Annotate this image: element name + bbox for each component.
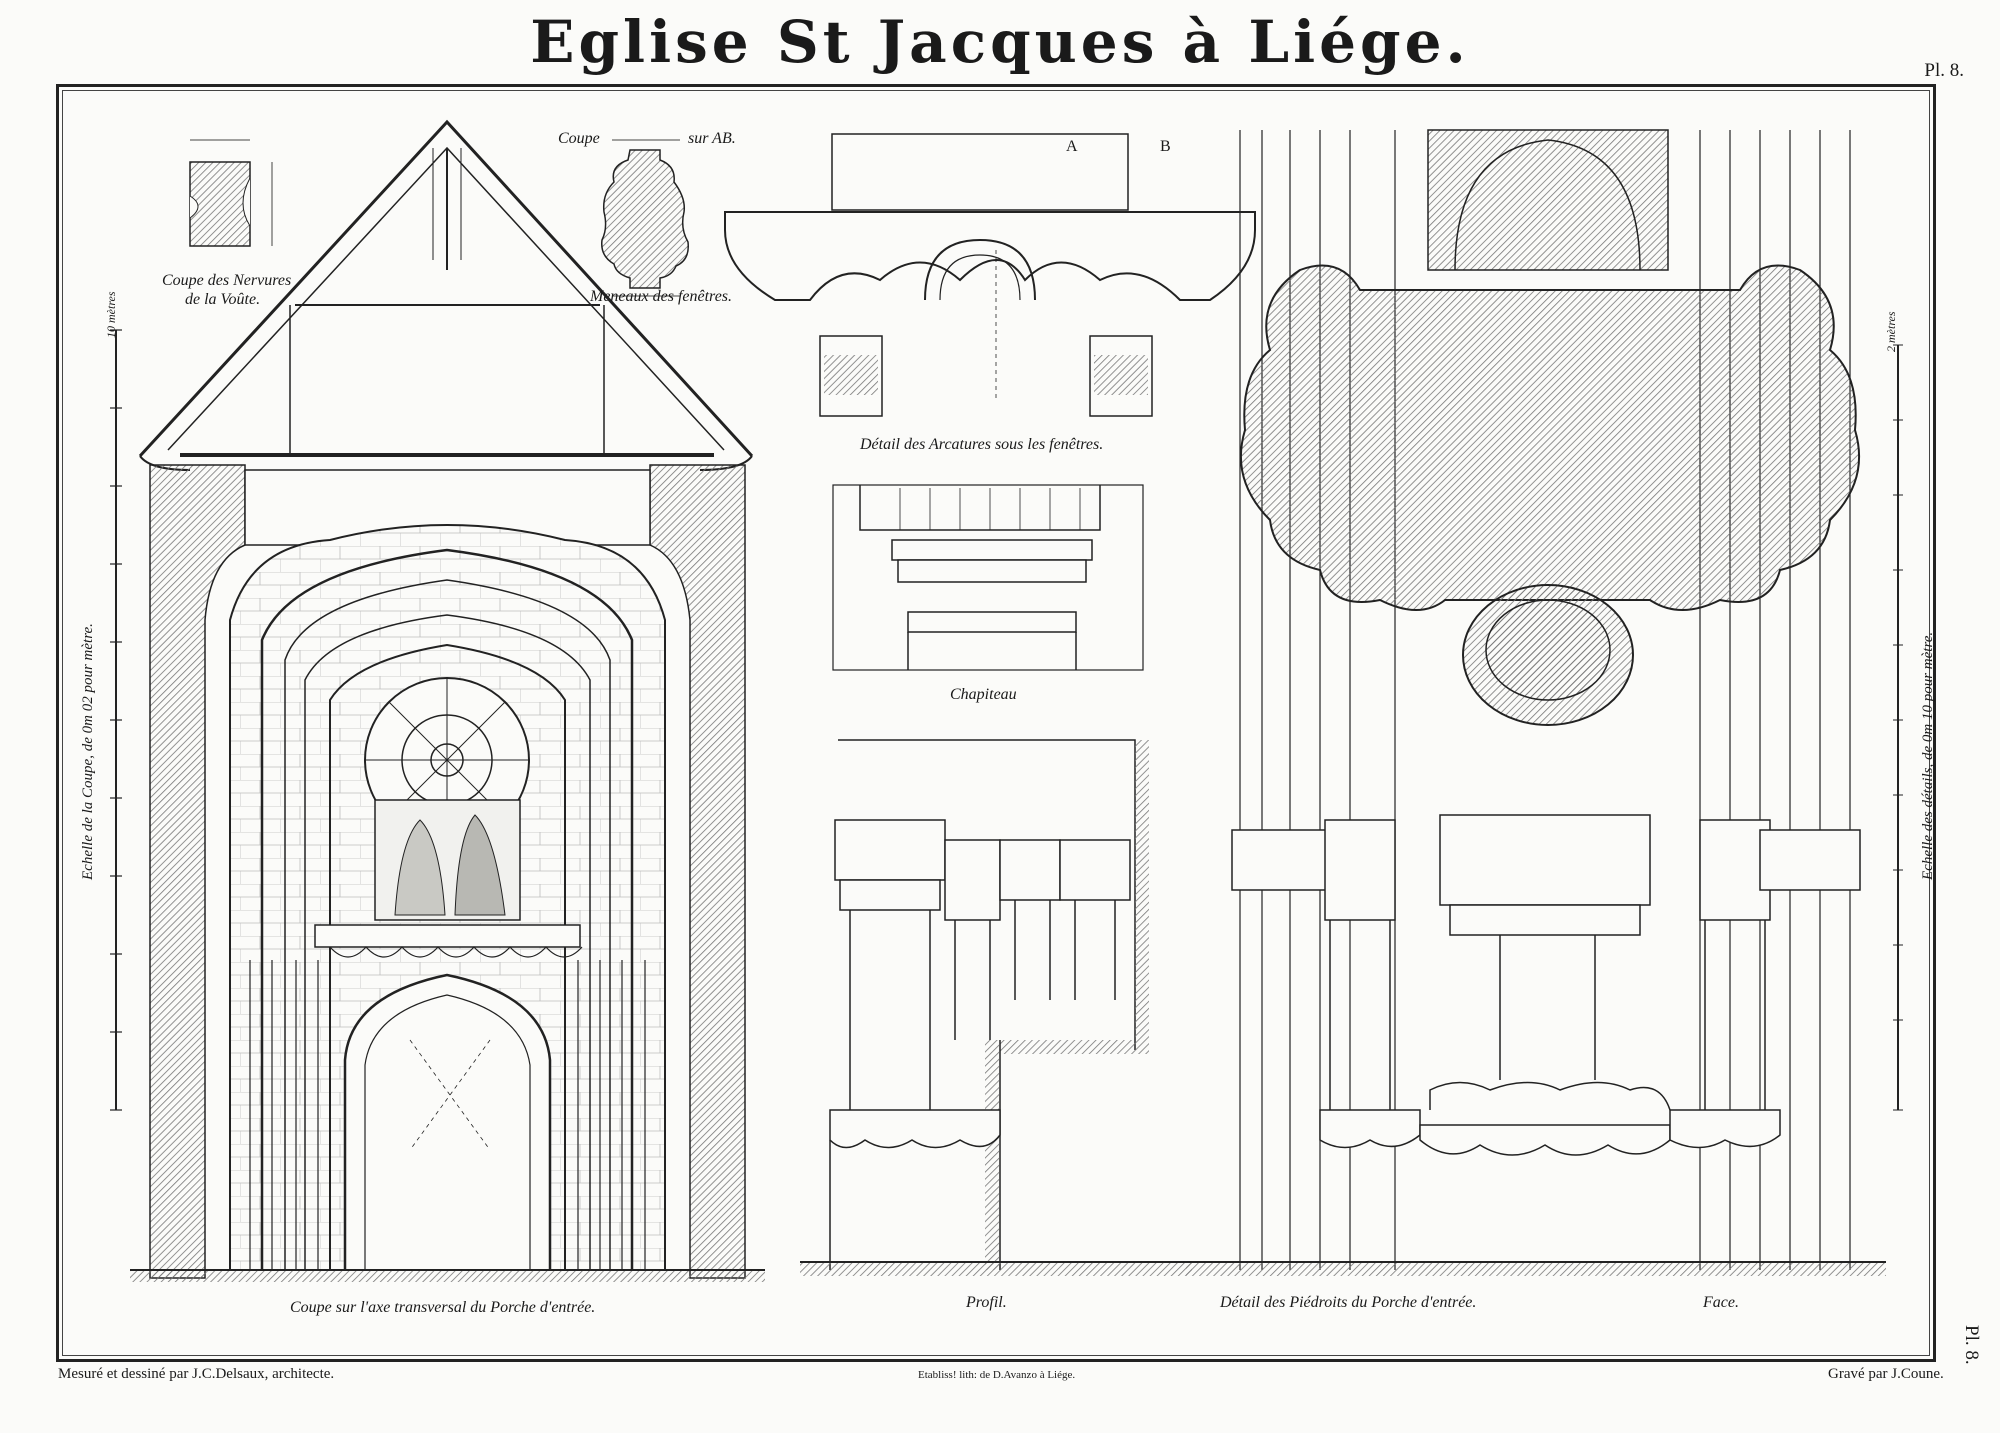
rib-section-caption-1: Coupe des Nervures [162, 272, 292, 289]
plate-number-top: Pl. 8. [1924, 60, 1964, 81]
inner-frame [62, 90, 1930, 1356]
jamb-detail-caption: Détail des Piédroits du Porche d'entrée. [1220, 1294, 1477, 1311]
jamb-profile-drawing [800, 739, 1192, 1276]
marker-a: A [1066, 138, 1078, 155]
plate-title: Eglise St Jacques à Liége. [530, 8, 1470, 76]
footer-lithographer: Etabliss! lith: de D.Avanzo à Liége. [918, 1369, 1076, 1381]
porch-section-drawing [130, 119, 765, 1282]
rib-section-caption-2: de la Voûte. [185, 291, 261, 308]
mullion-caption: Meneaux des fenêtres. [590, 288, 733, 305]
jamb-face-drawing [1186, 129, 1886, 1276]
left-scale-label: Echelle de la Coupe, de 0m 02 pour mètre… [80, 623, 96, 880]
capital-detail [832, 484, 1144, 671]
section-ab-caption: Coupe [558, 130, 600, 147]
mullion-section-detail [601, 139, 689, 297]
plate-number-side: Pl. 8. [1961, 1325, 1982, 1365]
right-scale-bar [1893, 344, 1903, 1111]
face-caption: Face. [1703, 1294, 1739, 1311]
left-scale-bar [110, 329, 122, 1111]
outer-frame [56, 84, 1936, 1362]
right-scale-label: Echelle des détails, de 0m 10 pour mètre… [1920, 631, 1936, 880]
right-scale-top-label: 2 mètres [1884, 311, 1898, 352]
rib-section-detail [189, 139, 273, 247]
capital-caption: Chapiteau [950, 686, 1017, 703]
arcature-detail [724, 133, 1256, 417]
section-ab-suffix: sur AB. [688, 130, 736, 147]
marker-b: B [1160, 138, 1171, 155]
porch-section-caption: Coupe sur l'axe transversal du Porche d'… [290, 1299, 596, 1316]
footer-engraver: Gravé par J.Coune. [1828, 1366, 1944, 1382]
footer-author: Mesuré et dessiné par J.C.Delsaux, archi… [58, 1366, 335, 1382]
left-scale-top-label: 10 mètres [104, 291, 118, 338]
profile-caption: Profil. [966, 1294, 1007, 1311]
arcature-caption: Détail des Arcatures sous les fenêtres. [860, 436, 1104, 453]
